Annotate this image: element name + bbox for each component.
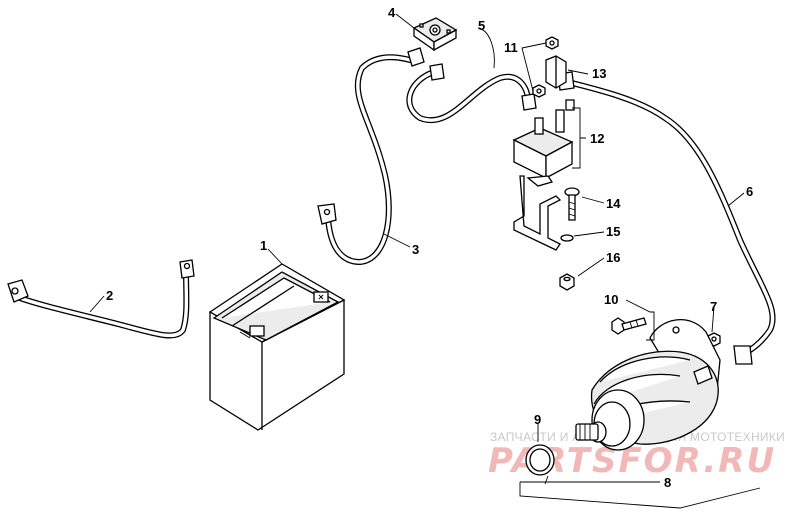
callout-2: 2: [106, 288, 113, 303]
callout-9: 9: [534, 412, 541, 427]
bracket-screw: [564, 187, 580, 221]
callout-3: 3: [412, 242, 419, 257]
callout-6: 6: [746, 184, 753, 199]
callout-10: 10: [604, 292, 618, 307]
terminal-boot: [545, 55, 567, 89]
callout-11: 11: [504, 40, 518, 55]
callout-13: 13: [592, 66, 606, 81]
callout-15: 15: [606, 224, 620, 239]
callout-12: 12: [590, 131, 604, 146]
callout-16: 16: [606, 250, 620, 265]
starter-bolt: [611, 317, 647, 335]
battery-negative-cable: [7, 259, 195, 339]
callout-1: 1: [260, 238, 267, 253]
starter-solenoid: [512, 99, 575, 187]
starter-o-ring: [525, 444, 555, 476]
solenoid-jumper-cable: [406, 63, 537, 124]
leader-lines: [89, 13, 761, 509]
callout-8: 8: [664, 475, 671, 490]
callout-7: 7: [710, 299, 717, 314]
callout-4: 4: [388, 5, 396, 20]
terminal-block: [412, 17, 458, 52]
callout-labels: 1 2 3 4 5 6 7 8 9 10 11 12 13 14 15 16: [106, 5, 753, 490]
starter-cable: [557, 71, 776, 365]
bracket-nut: [559, 273, 575, 291]
callout-14: 14: [606, 196, 621, 211]
battery: [208, 263, 346, 431]
bracket-washer: [560, 234, 574, 242]
solenoid-bracket: [513, 175, 562, 251]
solenoid-nuts: [532, 36, 559, 98]
starter-motor: [575, 319, 721, 451]
battery-positive-cable: [317, 47, 425, 265]
callout-5: 5: [478, 18, 485, 33]
